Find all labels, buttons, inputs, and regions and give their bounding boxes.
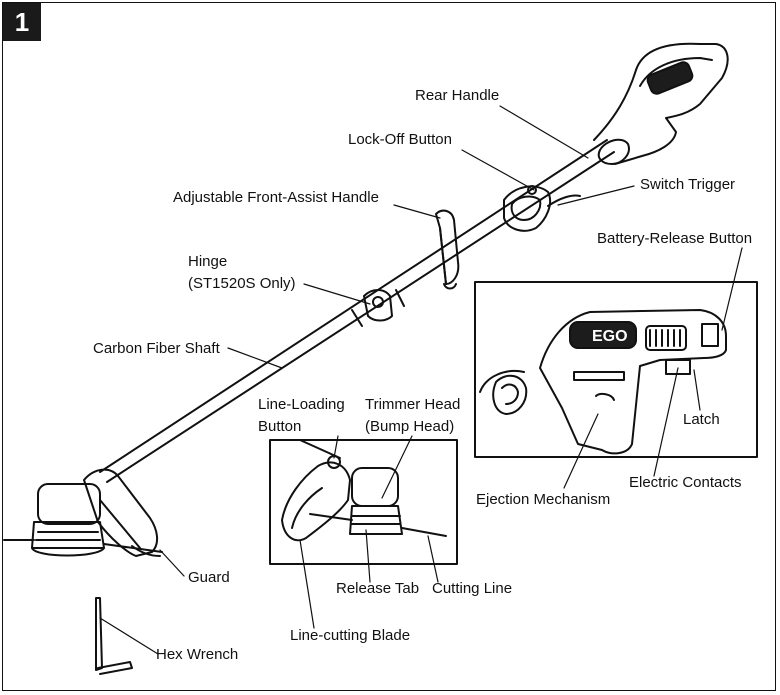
label-hex-wrench: Hex Wrench <box>156 646 239 663</box>
label-latch: Latch <box>683 411 720 428</box>
label-line-loading: Line-Loading <box>258 396 345 413</box>
lock-off-grip <box>503 185 552 232</box>
label-electric-contacts: Electric Contacts <box>629 474 742 491</box>
label-bump-head: (Bump Head) <box>365 418 455 435</box>
rear-handle <box>593 42 729 165</box>
leader-lines <box>99 105 743 655</box>
hex-wrench-illustration <box>95 597 133 675</box>
carbon-fiber-shaft <box>99 139 615 483</box>
label-battery-release-button: Battery-Release Button <box>597 230 753 247</box>
label-trimmer-head: Trimmer Head <box>365 396 461 413</box>
figure-number-badge: 1 <box>3 3 41 41</box>
label-rear-handle: Rear Handle <box>415 87 500 104</box>
label-cutting-line: Cutting Line <box>432 580 513 597</box>
front-assist-handle <box>435 209 460 290</box>
lower-guard <box>83 468 161 557</box>
switch-trigger <box>547 194 581 207</box>
label-release-tab: Release Tab <box>336 580 420 597</box>
label-line-cutting-blade: Line-cutting Blade <box>290 627 411 644</box>
label-switch-trigger: Switch Trigger <box>640 176 736 193</box>
label-carbon-fiber-shaft: Carbon Fiber Shaft <box>93 340 220 357</box>
inset-battery-detail <box>474 281 758 458</box>
label-guard: Guard <box>188 569 230 586</box>
inset-trimmer-head <box>269 439 458 565</box>
brand-logo-inset: EGO <box>592 328 628 345</box>
trimmer-head <box>3 483 163 557</box>
hinge <box>351 289 405 327</box>
label-hinge-note: (ST1520S Only) <box>188 275 296 292</box>
label-hinge: Hinge <box>188 253 228 270</box>
label-lock-off-button: Lock-Off Button <box>348 131 452 148</box>
label-ejection-mechanism: Ejection Mechanism <box>476 491 611 508</box>
label-line-loading-button: Button <box>258 418 302 435</box>
label-front-assist-handle: Adjustable Front-Assist Handle <box>173 189 379 206</box>
